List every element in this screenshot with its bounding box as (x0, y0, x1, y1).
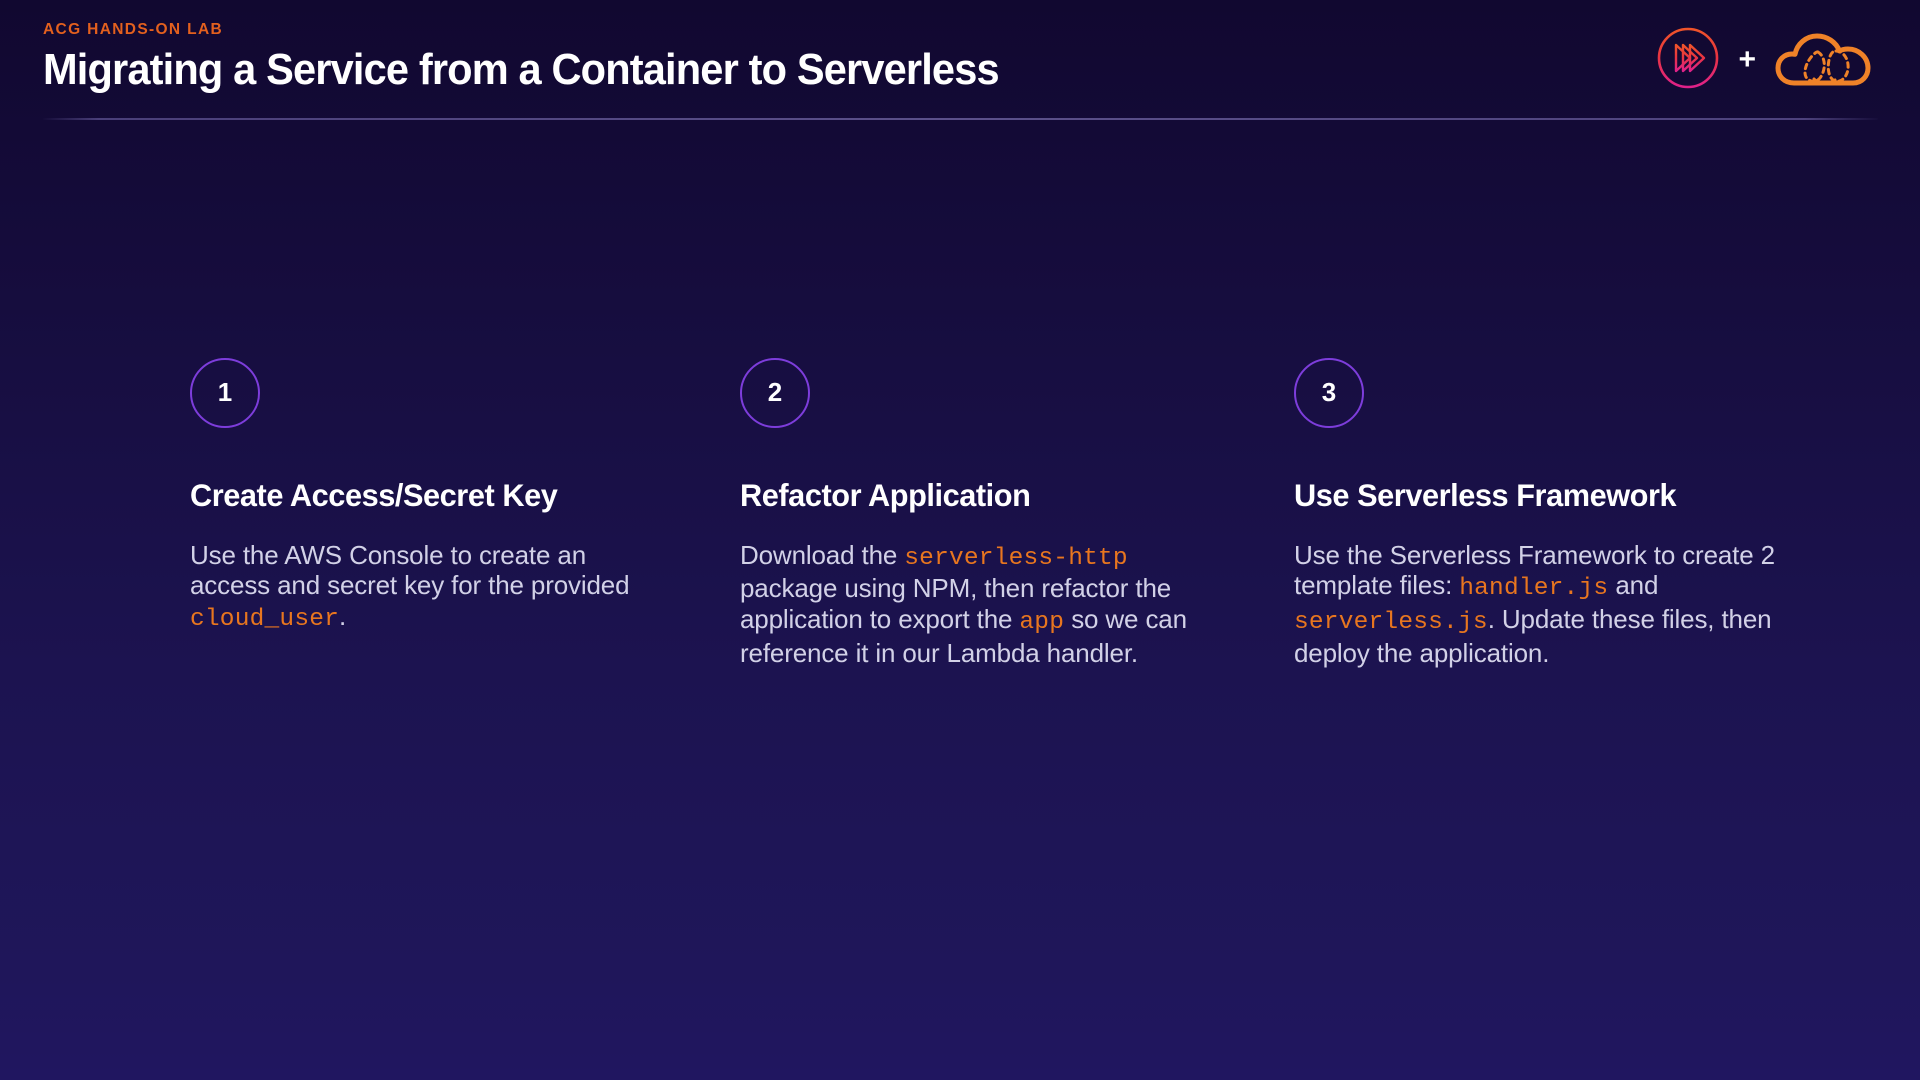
step-number-1: 1 (217, 377, 233, 407)
header-text-group: ACG HANDS-ON LAB Migrating a Service fro… (43, 22, 1054, 93)
step-body-3: Use the Serverless Framework to create 2… (1294, 539, 1775, 668)
step-card-2: 2 Refactor Application Download the serv… (740, 358, 1294, 668)
step-number-badge-3: 3 (1294, 358, 1364, 428)
inline-code: handler.js (1459, 575, 1609, 603)
slide-header: ACG HANDS-ON LAB Migrating a Service fro… (0, 0, 1920, 125)
step-number-badge-1: 1 (190, 358, 260, 428)
step-card-3: 3 Use Serverless Framework Use the Serve… (1294, 358, 1830, 668)
step-body-2: Download the serverless-http package usi… (740, 539, 1187, 668)
inline-code: serverless.js (1294, 608, 1488, 636)
page-title: Migrating a Service from a Container to … (43, 44, 1000, 94)
step-number-badge-2: 2 (740, 358, 810, 428)
header-logo-group: + (1656, 24, 1878, 92)
aws-cloud-guru-logo-icon (1775, 33, 1871, 86)
step-number-3: 3 (1321, 377, 1337, 407)
steps-container: 1 Create Access/Secret Key Use the AWS C… (190, 358, 1830, 668)
lab-eyebrow-label: ACG HANDS-ON LAB (43, 21, 224, 38)
plus-separator: + (1738, 43, 1756, 76)
step-title-2: Refactor Application (740, 477, 1031, 513)
step-title-3: Use Serverless Framework (1294, 477, 1677, 513)
step-card-1: 1 Create Access/Secret Key Use the AWS C… (190, 358, 740, 668)
a-cloud-guru-play-logo-icon (1658, 27, 1719, 89)
inline-code: serverless-http (904, 544, 1128, 572)
inline-code: cloud_user (190, 605, 340, 633)
step-body-1: Use the AWS Console to create an access … (190, 539, 630, 633)
step-number-2: 2 (767, 377, 783, 407)
inline-code: app (1019, 608, 1065, 636)
header-divider (43, 118, 1878, 120)
step-title-1: Create Access/Secret Key (190, 477, 558, 513)
